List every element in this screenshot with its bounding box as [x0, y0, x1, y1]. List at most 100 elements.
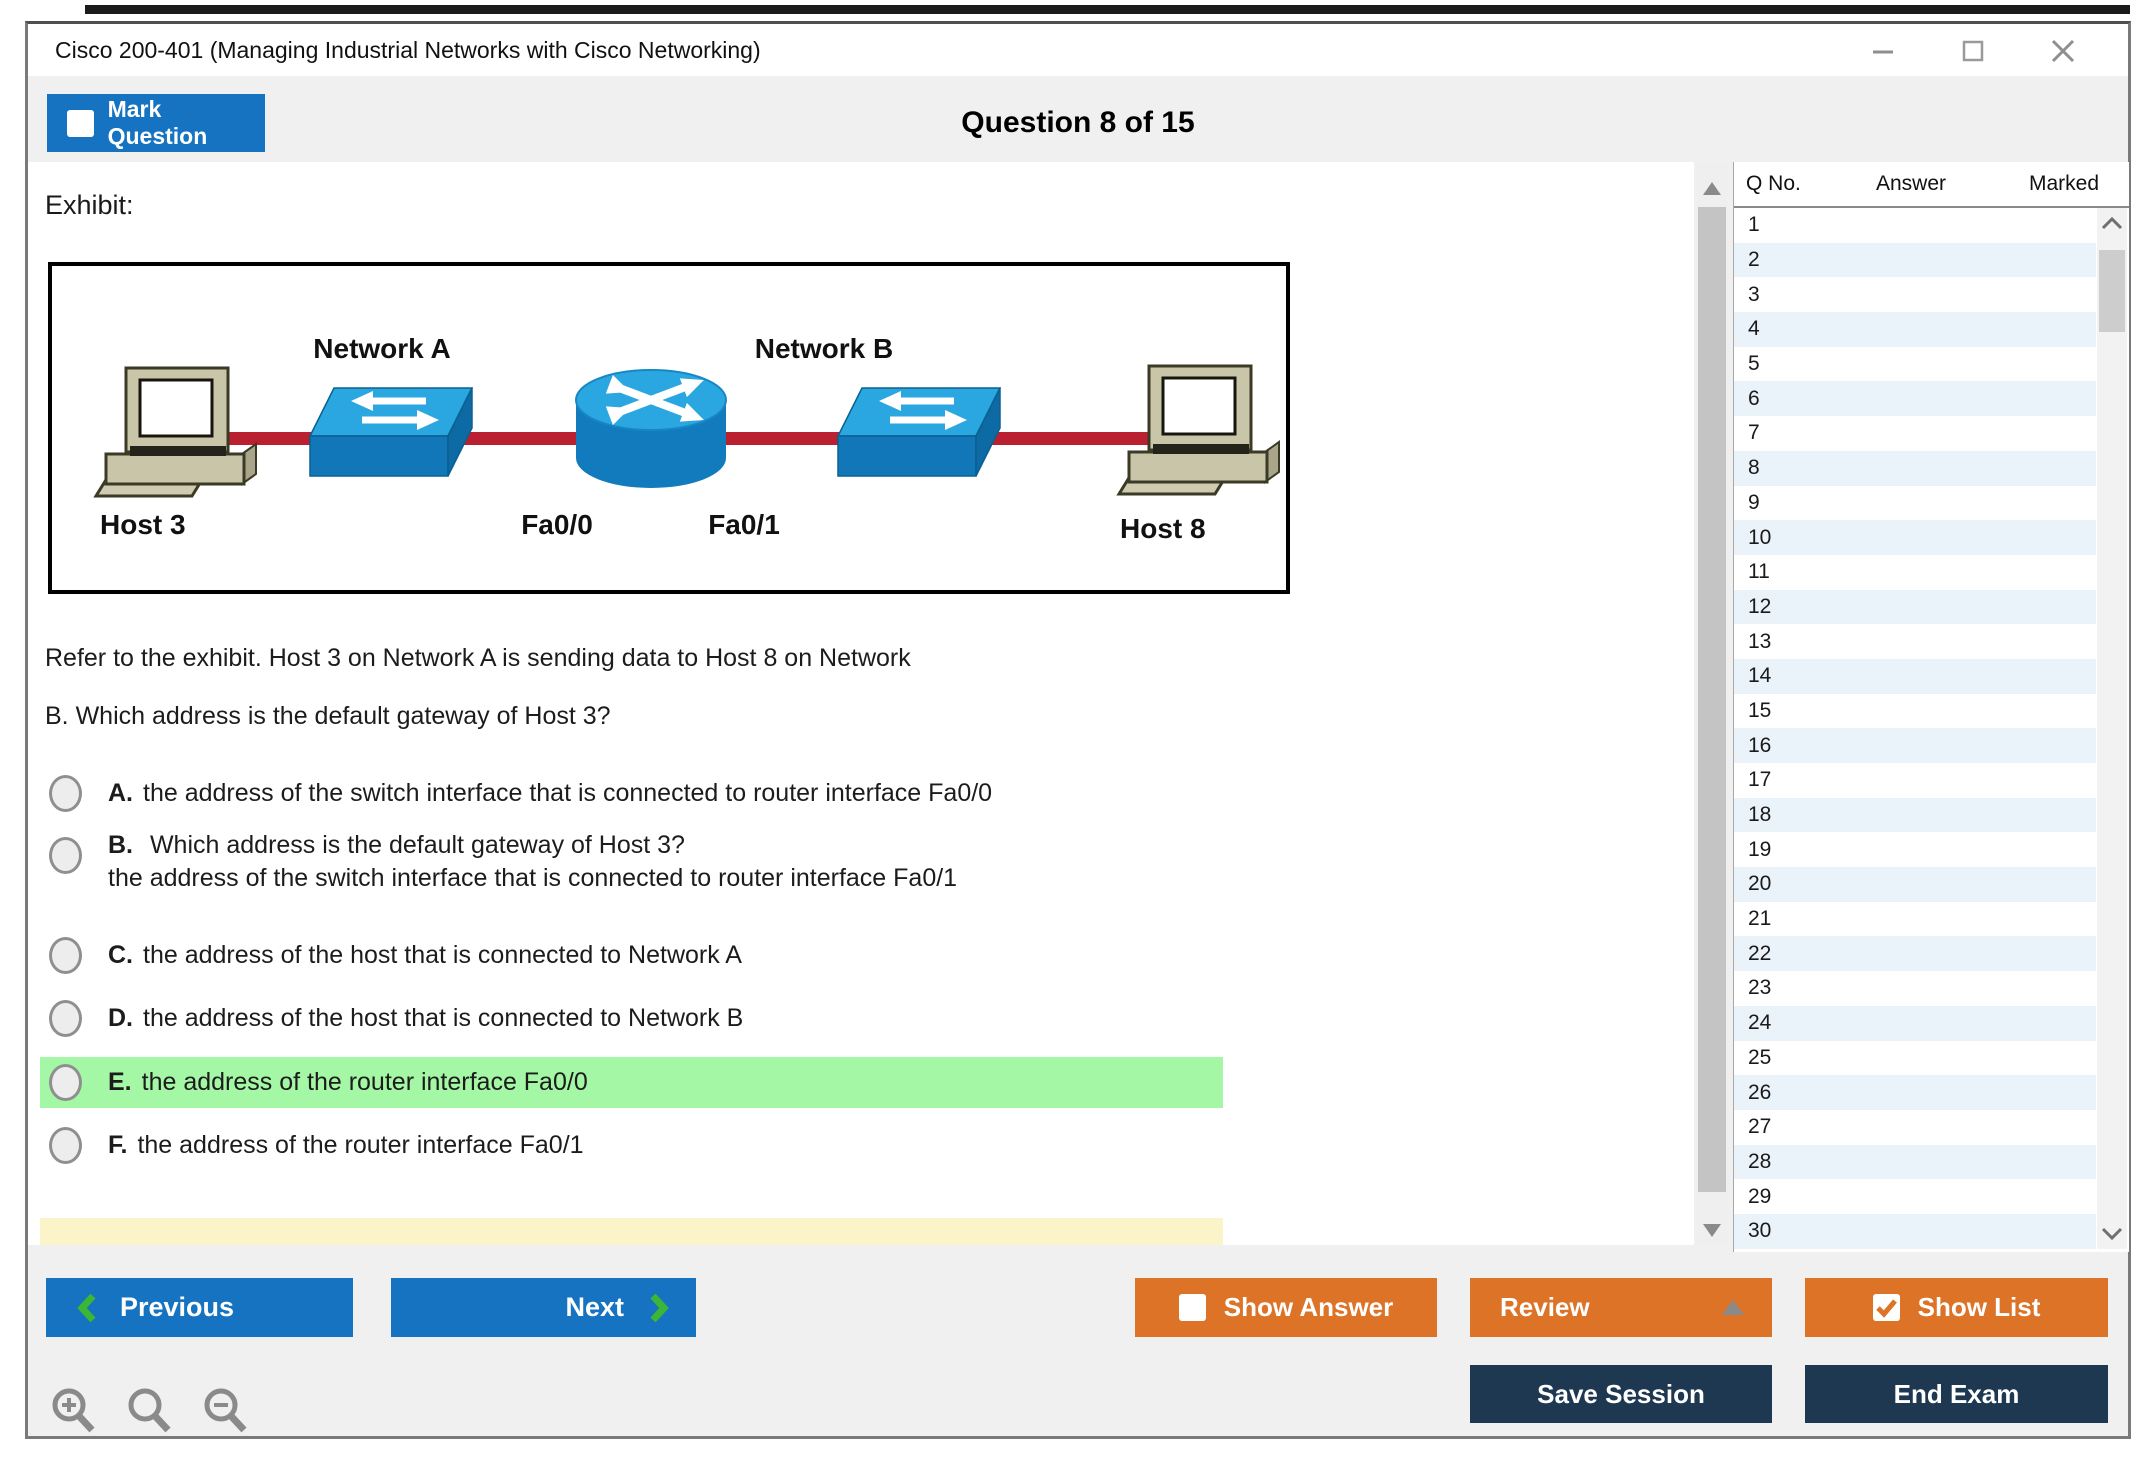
question-list-row[interactable]: 25 — [1734, 1040, 2096, 1076]
question-list-row[interactable]: 1 — [1734, 208, 2096, 243]
option-c-text: the address of the host that is connecte… — [143, 940, 742, 969]
option-e-radio[interactable] — [49, 1064, 82, 1101]
mark-question-button[interactable]: Mark Question — [47, 94, 265, 152]
question-list-scrollbar[interactable] — [2097, 208, 2127, 1249]
question-list-header: Q No. Answer Marked — [1734, 162, 2129, 208]
option-f-letter: F. — [108, 1130, 128, 1159]
question-list-row[interactable]: 22 — [1734, 936, 2096, 972]
show-answer-checkbox[interactable] — [1178, 1294, 1206, 1321]
triangle-up-icon — [1722, 1300, 1744, 1315]
question-list-row[interactable]: 9 — [1734, 485, 2096, 521]
question-list-row[interactable]: 30 — [1734, 1213, 2096, 1249]
window-title: Cisco 200-401 (Managing Industrial Netwo… — [55, 37, 761, 63]
question-list-row[interactable]: 18 — [1734, 797, 2096, 833]
question-counter: Question 8 of 15 — [961, 106, 1195, 139]
network-b-label: Network B — [755, 333, 893, 364]
question-list-row[interactable]: 26 — [1734, 1075, 2096, 1110]
option-b-letter: B. — [108, 831, 133, 859]
end-exam-label: End Exam — [1893, 1378, 2020, 1409]
exam-window: Cisco 200-401 (Managing Industrial Netwo… — [25, 21, 2131, 1439]
option-c[interactable]: C. the address of the host that is conne… — [40, 930, 1223, 980]
option-e-highlighted[interactable]: E. the address of the router interface F… — [40, 1057, 1223, 1108]
option-b-text: Which address is the default gateway of … — [149, 831, 685, 859]
mark-question-label: Mark Question — [107, 96, 208, 149]
question-list-row[interactable]: 11 — [1734, 554, 2096, 590]
option-d-letter: D. — [108, 1003, 133, 1032]
question-list-row[interactable]: 28 — [1734, 1144, 2096, 1180]
next-button[interactable]: Next — [391, 1278, 696, 1337]
scroll-down-icon[interactable] — [1703, 1224, 1721, 1237]
scroll-up-icon[interactable] — [1703, 182, 1721, 195]
fa01-label: Fa0/1 — [708, 509, 780, 540]
chevron-down-icon[interactable] — [2101, 1225, 2123, 1241]
option-d-radio[interactable] — [49, 999, 82, 1037]
question-list-row[interactable]: 5 — [1734, 346, 2096, 382]
show-list-button[interactable]: Show List — [1805, 1278, 2108, 1337]
question-list-row[interactable]: 3 — [1734, 277, 2096, 313]
question-list-row[interactable]: 16 — [1734, 728, 2096, 763]
minimize-icon[interactable] — [1866, 34, 1900, 68]
save-session-button[interactable]: Save Session — [1470, 1365, 1772, 1423]
titlebar: Cisco 200-401 (Managing Industrial Netwo… — [28, 24, 2128, 76]
question-list-row[interactable]: 29 — [1734, 1179, 2096, 1214]
option-f-radio[interactable] — [49, 1126, 82, 1164]
question-text-line2: B. Which address is the default gateway … — [45, 702, 611, 730]
question-list-row[interactable]: 6 — [1734, 381, 2096, 417]
option-f-text: the address of the router interface Fa0/… — [137, 1130, 584, 1159]
save-session-label: Save Session — [1537, 1378, 1705, 1409]
question-list-row[interactable]: 24 — [1734, 1005, 2096, 1041]
question-list-row[interactable]: 7 — [1734, 416, 2096, 451]
review-label: Review — [1500, 1292, 1590, 1322]
review-button[interactable]: Review — [1470, 1278, 1772, 1337]
show-list-checkbox[interactable] — [1872, 1294, 1900, 1321]
close-icon[interactable] — [2046, 34, 2080, 68]
zoom-out-icon[interactable] — [200, 1385, 252, 1437]
question-list-row[interactable]: 15 — [1734, 693, 2096, 729]
question-list-row[interactable]: 14 — [1734, 658, 2096, 694]
option-b[interactable]: B. Which address is the default gateway … — [40, 831, 1223, 923]
question-text-line1: Refer to the exhibit. Host 3 on Network … — [45, 644, 911, 672]
previous-button[interactable]: Previous — [46, 1278, 353, 1337]
maximize-icon[interactable] — [1956, 34, 1990, 68]
end-exam-button[interactable]: End Exam — [1805, 1365, 2108, 1423]
zoom-in-icon[interactable] — [48, 1385, 100, 1437]
option-d-text: the address of the host that is connecte… — [143, 1003, 744, 1032]
network-diagram: Network A Network B Host 3 Fa0/0 Fa0/1 H… — [93, 333, 1280, 544]
option-a[interactable]: A. the address of the switch interface t… — [40, 768, 1223, 818]
question-list-row[interactable]: 20 — [1734, 867, 2096, 902]
question-list-row[interactable]: 8 — [1734, 450, 2096, 486]
option-b-radio[interactable] — [49, 837, 82, 874]
magnifier-icon[interactable] — [124, 1385, 176, 1437]
option-f[interactable]: F. the address of the router interface F… — [40, 1120, 1223, 1170]
option-e-letter: E. — [108, 1068, 132, 1096]
question-list-row[interactable]: 21 — [1734, 901, 2096, 937]
question-list-row[interactable]: 27 — [1734, 1109, 2096, 1145]
chevron-up-icon[interactable] — [2101, 216, 2123, 232]
next-label: Next — [565, 1292, 624, 1322]
scrollbar-thumb[interactable] — [2099, 250, 2125, 332]
question-list-row[interactable]: 13 — [1734, 624, 2096, 659]
option-c-radio[interactable] — [49, 936, 82, 974]
question-list-row[interactable]: 19 — [1734, 832, 2096, 868]
switch-a-icon — [308, 387, 474, 477]
show-answer-button[interactable]: Show Answer — [1135, 1278, 1437, 1337]
option-a-radio[interactable] — [49, 774, 82, 812]
question-list-row[interactable]: 2 — [1734, 242, 2096, 278]
question-list-row[interactable]: 4 — [1734, 312, 2096, 347]
option-b-text2: the address of the switch interface that… — [108, 864, 958, 892]
question-list-row[interactable]: 10 — [1734, 520, 2096, 555]
mark-question-checkbox[interactable] — [67, 109, 94, 137]
col-answer: Answer — [1876, 172, 1947, 195]
question-list-row[interactable]: 12 — [1734, 589, 2096, 625]
question-list-row[interactable]: 17 — [1734, 763, 2096, 798]
question-area-scrollbar[interactable] — [1696, 162, 1728, 1245]
option-e-text: the address of the router interface Fa0/… — [141, 1068, 588, 1096]
fa00-label: Fa0/0 — [521, 509, 593, 540]
question-list-row[interactable]: 23 — [1734, 971, 2096, 1006]
switch-b-icon — [836, 387, 1002, 477]
scrollbar-thumb[interactable] — [1698, 207, 1726, 1192]
option-d[interactable]: D. the address of the host that is conne… — [40, 993, 1223, 1043]
next-question-highlight — [40, 1218, 1223, 1245]
